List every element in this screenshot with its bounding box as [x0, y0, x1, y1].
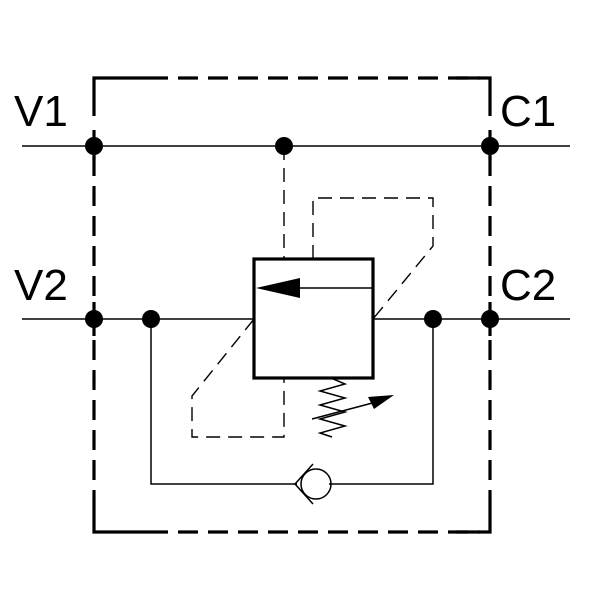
flow-arrow-icon: [256, 278, 300, 298]
port-label-v2: V2: [14, 261, 68, 310]
junction-dot: [85, 310, 103, 328]
check-valve-bypass: [150, 319, 434, 505]
port-label-c1: C1: [500, 87, 556, 136]
junction-dot: [275, 137, 293, 155]
port-label-v1: V1: [14, 87, 68, 136]
pilot-lines: [191, 146, 434, 438]
adjustable-spring-icon: [311, 377, 394, 438]
junction-dot: [85, 137, 103, 155]
junction-dot: [481, 310, 499, 328]
relief-valve-element: [252, 257, 375, 380]
valve-housing-envelope: [92, 76, 492, 534]
junction-dot: [424, 310, 442, 328]
junction-dots: [85, 137, 499, 328]
port-label-c2: C2: [500, 261, 556, 310]
junction-dot: [142, 310, 160, 328]
junction-dot: [481, 137, 499, 155]
